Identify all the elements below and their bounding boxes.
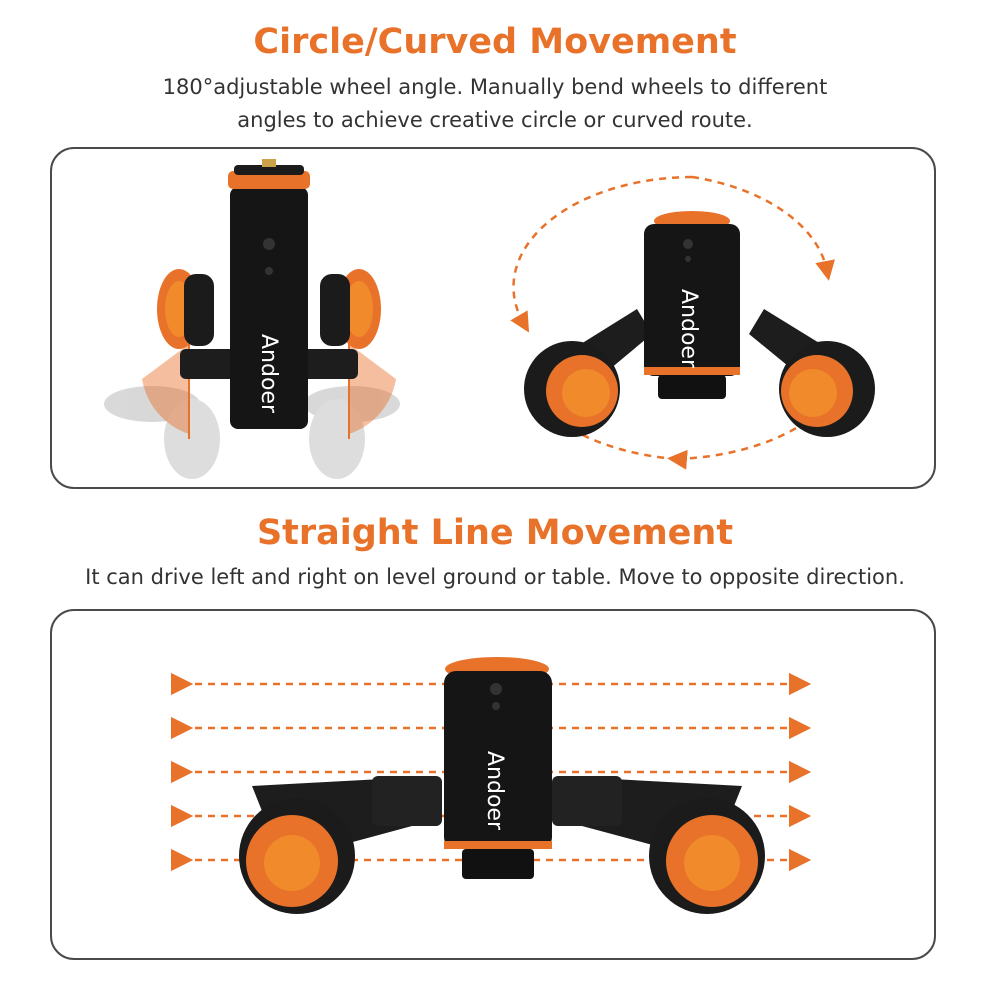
straight-movement-panel: Andoer — [50, 609, 936, 960]
brand-logo-straight: Andoer — [482, 751, 507, 831]
brand-logo-circular: Andoer — [676, 289, 701, 369]
dolly-circular-view: Andoer — [510, 175, 875, 470]
dolly-straight-view: Andoer — [239, 657, 765, 914]
dolly-front-view: Andoer — [104, 159, 400, 479]
section2-description: It can drive left and right on level gro… — [85, 565, 905, 589]
section1-title: Circle/Curved Movement — [253, 22, 737, 62]
brand-logo-front: Andoer — [256, 334, 281, 414]
section1-description-line1: 180°adjustable wheel angle. Manually ben… — [162, 75, 828, 99]
section1-description-line2: angles to achieve creative circle or cur… — [237, 108, 753, 132]
straight-movement-illustration: Andoer — [170, 657, 812, 914]
curved-movement-illustration: Andoer Andoer — [104, 159, 875, 479]
curved-movement-panel: Andoer Andoer — [50, 147, 936, 489]
section2-title: Straight Line Movement — [256, 513, 734, 553]
